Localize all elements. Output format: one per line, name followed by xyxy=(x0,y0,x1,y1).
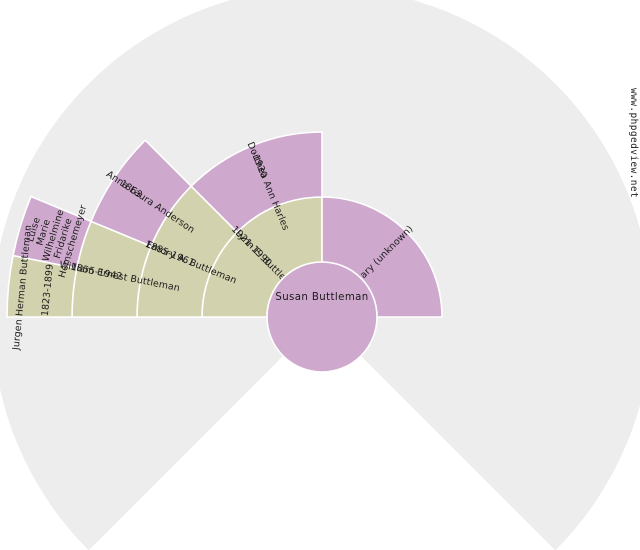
fan-center-circle[interactable] xyxy=(266,261,378,373)
fan-segment[interactable] xyxy=(190,131,323,234)
fan-segment-label: 1823-1899 xyxy=(40,263,56,316)
fan-center-person: Susan Buttleman xyxy=(266,261,378,373)
fan-segment[interactable] xyxy=(12,195,93,270)
fan-segment[interactable] xyxy=(89,139,193,248)
fan-center-name: Susan Buttleman xyxy=(275,292,368,303)
fan-segments xyxy=(6,131,443,318)
site-watermark: www.phpgedview.net xyxy=(628,88,639,199)
